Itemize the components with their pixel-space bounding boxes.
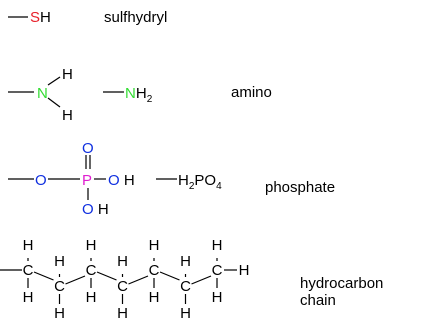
subscript: 4 (216, 181, 222, 192)
oxygen-atom-left: O (35, 172, 47, 189)
hydroxyl-right: O H (108, 172, 135, 189)
hydrogen-atom: H (212, 289, 223, 306)
phosphorus-atom: P (82, 172, 92, 189)
carbon-atom: C (54, 278, 65, 295)
hydrogen-atom: H (86, 289, 97, 306)
nitrogen-atom: N (37, 85, 48, 102)
hydrogen-atom: H (149, 237, 160, 254)
oxygen-atom-top: O (82, 140, 94, 157)
hydrogen-atom: H (86, 237, 97, 254)
phosphate-formula: H2PO4 (178, 172, 222, 192)
bond (47, 97, 61, 108)
carbon-atom: C (212, 262, 223, 279)
oxygen-atom: O (82, 201, 94, 218)
carbon-atom: C (149, 262, 160, 279)
carbon-atom: C (23, 262, 34, 279)
amino-label: amino (231, 84, 272, 101)
carbon-atom: C (180, 278, 191, 295)
bond (33, 271, 54, 281)
hydrogen-atom: H (124, 172, 135, 189)
hydroxyl-bottom: O H (82, 201, 109, 218)
hydrogen-atom: H (23, 237, 34, 254)
hydrogen-atom: H (117, 305, 128, 322)
formula-part: PO (194, 172, 216, 189)
hydrogen-atom: H (40, 9, 51, 26)
amino-group: N H H NH2 amino (8, 66, 272, 124)
bond (191, 275, 212, 285)
carbon-atom: C (86, 262, 97, 279)
hydrogen-atom: H (54, 253, 65, 270)
hydrocarbon-label-line-2: chain (300, 292, 336, 309)
nitrogen-atom: N (125, 85, 136, 102)
hydrogen-atom-lower: H (62, 107, 73, 124)
carbon-atom: C (117, 278, 128, 295)
hydrogen-atom-upper: H (62, 66, 73, 83)
hydrogen-atom: H (180, 305, 191, 322)
hydrogen-atom: H (212, 237, 223, 254)
formula-part: H (178, 172, 189, 189)
bond (65, 275, 86, 285)
bond (96, 271, 117, 281)
hydrogen-atom: H (23, 289, 34, 306)
hydrogen-atom: H (54, 305, 65, 322)
hydrogen-atom: H (180, 253, 191, 270)
phosphate-group: O O P O H O H H2PO4 phosphate (8, 140, 335, 218)
bond (47, 76, 61, 86)
hydrogen-atom: H (149, 289, 160, 306)
oxygen-atom: O (108, 172, 120, 189)
bond (159, 271, 180, 281)
sulfhydryl-group: S H sulfhydryl (8, 9, 167, 26)
subscript: 2 (189, 181, 195, 192)
subscript: 2 (147, 94, 153, 105)
hydrogen-atom-terminal: H (239, 262, 250, 279)
sulfhydryl-label: sulfhydryl (104, 9, 167, 26)
phosphate-label: phosphate (265, 179, 335, 196)
amino-formula: NH2 (125, 85, 153, 105)
sulfur-atom: S (30, 9, 40, 26)
hydrocarbon-label-line-1: hydrocarbon (300, 275, 383, 292)
hydrogen-atom: H (136, 85, 147, 102)
hydrogen-atom: H (98, 201, 109, 218)
hydrogen-atom: H (117, 253, 128, 270)
bond (128, 275, 149, 285)
